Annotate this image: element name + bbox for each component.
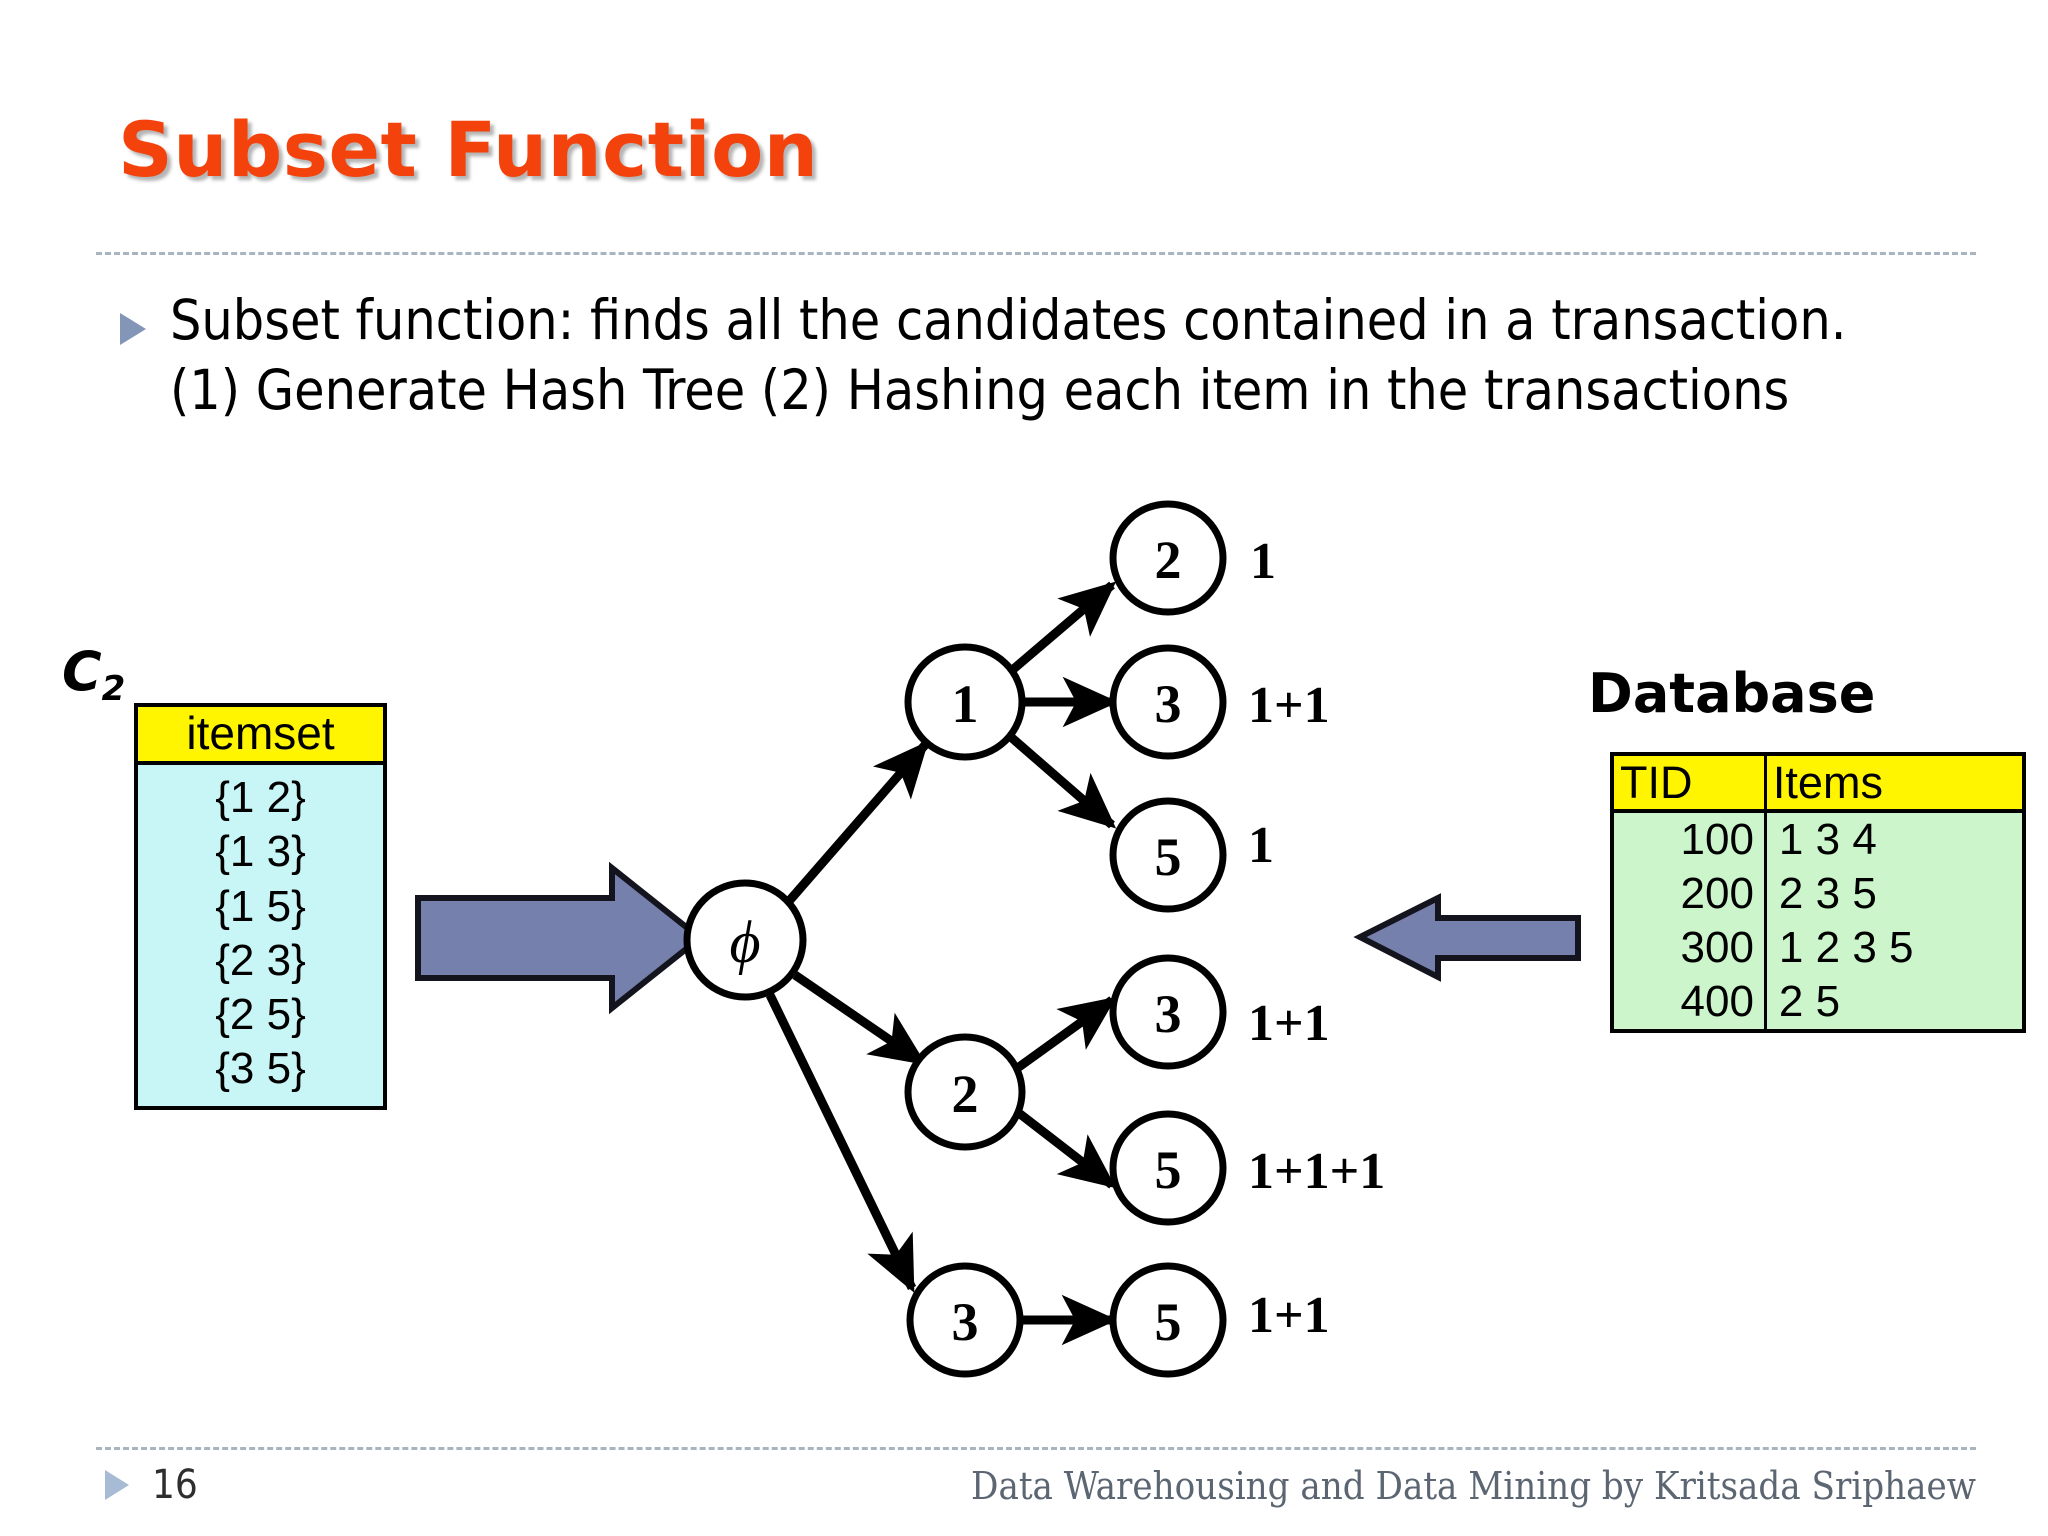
count-branch1-child1: 1 (1250, 533, 1276, 590)
edge-1-to-5 (1009, 734, 1117, 829)
c2-label: C2 (62, 640, 125, 709)
footer-credit: Data Warehousing and Data Mining by Krit… (971, 1464, 1976, 1508)
left-arrow-database-to-tree (1353, 893, 1581, 982)
tree-node-root-label: ϕ (729, 909, 760, 975)
tree-node-branch1-child1: 2 (1109, 500, 1227, 616)
c2-header-itemset: itemset (138, 707, 383, 766)
table-row: 400 2 5 (1614, 974, 2022, 1029)
tree-node-branch3-label: 3 (952, 1292, 979, 1352)
cell-items: 2 5 (1778, 976, 1841, 1026)
tree-node-branch1: 1 (904, 643, 1026, 761)
list-item: {3 5} (215, 1043, 306, 1093)
list-item: {1 5} (215, 881, 306, 931)
table-row: 300 1 2 3 5 (1614, 920, 2022, 975)
edge-1-to-2 (1007, 581, 1117, 676)
tree-node-branch1-child3: 5 (1109, 797, 1227, 913)
tree-edges (765, 581, 1119, 1346)
tree-node-branch1-child3-label: 5 (1155, 827, 1182, 887)
bullet-item: Subset function: finds all the candidate… (118, 285, 1938, 426)
column-header-tid: TID (1614, 756, 1767, 814)
bullet-text: Subset function: finds all the candidate… (170, 288, 1847, 423)
list-item: {2 3} (215, 935, 306, 985)
cell-tid: 200 (1614, 867, 1767, 921)
page-title: Subset Function (118, 105, 819, 194)
database-table: TID Items 100 1 3 4 200 2 3 5 300 1 2 3 … (1610, 752, 2026, 1033)
footer-triangle-icon (103, 1468, 131, 1507)
right-arrow-candidates-to-tree (415, 861, 705, 1015)
tree-node-branch2: 2 (904, 1033, 1026, 1151)
list-item: {1 2} (215, 773, 306, 823)
edge-root-to-2 (792, 971, 927, 1066)
tree-node-branch3: 3 (906, 1262, 1024, 1378)
cell-tid: 100 (1614, 811, 1767, 867)
list-item: {2 5} (215, 989, 306, 1039)
cell-items: 2 3 5 (1778, 869, 1877, 918)
cell-tid: 300 (1614, 920, 1767, 975)
cell-tid: 400 (1614, 974, 1767, 1029)
count-branch3-child1: 1+1 (1248, 1287, 1330, 1344)
bullet-block: Subset function: finds all the candidate… (118, 285, 1938, 426)
tree-node-branch2-child1-label: 3 (1155, 984, 1182, 1044)
edge-root-to-1 (786, 740, 929, 903)
count-branch1-child3: 1 (1248, 817, 1274, 874)
table-header-row: TID Items (1614, 756, 2022, 814)
tree-node-root: ϕ (683, 879, 807, 1001)
edge-root-to-3 (765, 993, 917, 1293)
count-branch2-child2: 1+1+1 (1248, 1143, 1385, 1200)
table-row: 100 1 3 4 (1614, 811, 2022, 867)
tree-node-branch2-label: 2 (952, 1064, 979, 1124)
cell-items: 1 3 4 (1778, 815, 1877, 865)
tree-node-branch3-child1: 5 (1109, 1262, 1227, 1378)
cell-items: 1 2 3 5 (1778, 922, 1914, 972)
tree-node-branch2-child2-label: 5 (1155, 1140, 1182, 1200)
edge-2-to-3 (1009, 996, 1117, 1076)
c2-body: {1 2} {1 3} {1 5} {2 3} {2 5} {3 5} (138, 765, 383, 1106)
tree-node-branch1-child1-label: 2 (1155, 530, 1182, 590)
slide-number: 16 (152, 1462, 198, 1508)
tree-node-branch1-child2-label: 3 (1155, 674, 1182, 734)
table-row: 200 2 3 5 (1614, 867, 2022, 921)
footer-divider (96, 1447, 1976, 1450)
tree-node-branch3-child1-label: 5 (1155, 1292, 1182, 1352)
tree-node-branch2-child1: 3 (1109, 954, 1227, 1070)
count-branch2-child1: 1+1 (1248, 995, 1330, 1052)
c2-label-subscript: 2 (101, 669, 126, 709)
database-title: Database (1588, 662, 1876, 725)
c2-label-letter: C (62, 640, 102, 703)
list-item: {1 3} (215, 827, 306, 877)
tree-node-branch2-child2: 5 (1109, 1110, 1227, 1226)
edge-2-to-5 (1012, 1106, 1117, 1189)
column-header-items: Items (1765, 756, 2022, 814)
count-branch1-child2: 1+1 (1248, 677, 1330, 734)
tree-node-branch1-child2: 3 (1109, 644, 1227, 760)
triangle-bullet-icon (118, 311, 148, 347)
candidate-itemset-table: itemset {1 2} {1 3} {1 5} {2 3} {2 5} {3… (134, 703, 387, 1110)
tree-node-branch1-label: 1 (952, 674, 979, 734)
header-divider (96, 252, 1976, 255)
